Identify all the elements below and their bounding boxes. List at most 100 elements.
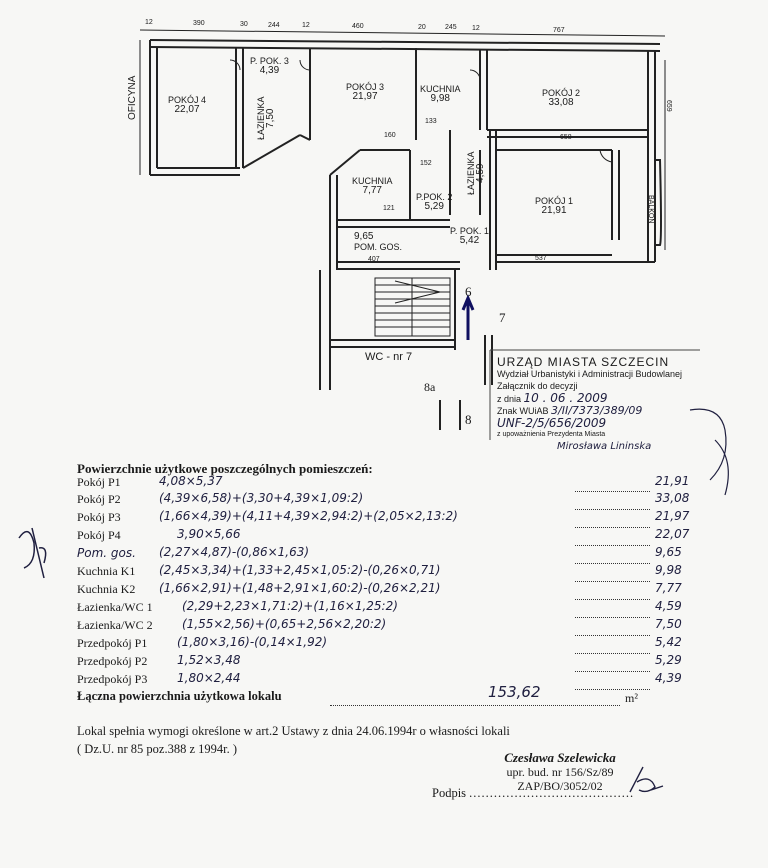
row-value: 33,08 xyxy=(655,491,690,505)
row-label: Łazienka/WC 2 xyxy=(77,618,153,632)
row-label: Pokój P4 xyxy=(77,528,121,542)
stair-number: 7 xyxy=(499,310,506,325)
row-label: Pokój P3 xyxy=(77,510,121,524)
room-name: WC - nr 7 xyxy=(365,351,413,363)
table-row: Przedpokój P3 1,80×2,44 4,39 xyxy=(77,671,682,690)
table-row: Pom. gos. (2,27×4,87)-(0,86×1,63) 9,65 xyxy=(77,545,682,564)
legal-note-line: Lokal spełnia wymogi określone w art.2 U… xyxy=(77,724,510,738)
table-title: Powierzchnie użytkowe poszczególnych pom… xyxy=(77,461,373,476)
table-row: Przedpokój P2 1,52×3,48 5,29 xyxy=(77,653,682,672)
dim-label: 390 xyxy=(193,20,205,27)
room-area: 22,07 xyxy=(174,104,200,115)
unit-label: m² xyxy=(625,691,638,705)
dim-label: 12 xyxy=(145,19,153,26)
author-signature-mark xyxy=(629,766,664,793)
room-area: 5,42 xyxy=(459,235,480,246)
dim-label: 658 xyxy=(560,134,572,141)
leader-line xyxy=(575,581,650,582)
leader-line xyxy=(575,509,650,510)
signature-label: Podpis xyxy=(432,786,467,800)
row-value: 7,77 xyxy=(655,581,682,595)
leader-line xyxy=(575,599,650,600)
room-pom-gos: 9,65 POM. GOS. xyxy=(354,232,402,253)
leader-line xyxy=(575,527,650,528)
room-name: P.POK. 2 xyxy=(416,192,453,202)
row-formula: (4,39×6,58)+(3,30+4,39×1,09:2) xyxy=(159,491,364,505)
room-name: POKÓJ 1 xyxy=(535,196,574,206)
dim-label: 659 xyxy=(665,100,672,112)
row-value: 4,59 xyxy=(655,599,682,613)
row-value: 21,91 xyxy=(655,474,690,488)
row-formula: 3,90×5,66 xyxy=(177,527,241,541)
stamp-department: Wydział Urbanistyki i Administracji Budo… xyxy=(497,369,682,379)
table-row: Pokój P2 (4,39×6,58)+(3,30+4,39×1,09:2) … xyxy=(77,491,689,510)
row-formula: (2,45×3,34)+(1,33+2,45×1,05:2)-(0,26×0,7… xyxy=(159,563,441,577)
room-kuchnia-1: KUCHNIA 9,98 xyxy=(420,84,461,104)
table-row: Pokój P3 (1,66×4,39)+(4,11+4,39×2,94:2)+… xyxy=(77,509,689,528)
room-pokoj-2: POKÓJ 2 33,08 xyxy=(542,88,580,108)
dim-label: 121 xyxy=(383,205,395,212)
dim-label: 767 xyxy=(553,27,565,34)
author-chamber-number: ZAP/BO/3052/02 xyxy=(517,779,603,793)
dim-label: 30 xyxy=(240,21,248,28)
dim-label: 245 xyxy=(445,24,457,31)
table-row: Kuchnia K2 (1,66×2,91)+(1,48+2,91×1,60:2… xyxy=(77,581,682,600)
stair-number: 8a xyxy=(424,380,436,394)
row-value: 22,07 xyxy=(655,527,690,541)
stamp-date-label: z dnia xyxy=(497,394,522,404)
row-formula: (1,66×4,39)+(4,11+4,39×2,94:2)+(2,05×2,1… xyxy=(159,509,458,523)
row-label: Kuchnia K1 xyxy=(77,564,136,578)
legal-note-line: ( Dz.U. nr 85 poz.388 z 1994r. ) xyxy=(77,742,238,756)
dim-label: 152 xyxy=(420,160,432,167)
room-name: POKÓJ 2 xyxy=(542,88,581,98)
room-przedpokoj-1: P. POK. 1 5,42 xyxy=(450,226,489,246)
street-label: OFICYNA xyxy=(127,75,138,120)
row-value: 9,65 xyxy=(655,545,682,559)
signature-line: Podpis .................................… xyxy=(432,786,634,801)
room-name: POKÓJ 3 xyxy=(346,82,385,92)
stair-number: 6 xyxy=(465,284,472,299)
office-stamp: URZĄD MIASTA SZCZECIN Wydział Urbanistyk… xyxy=(497,356,737,453)
leader-line xyxy=(575,635,650,636)
row-label: Łazienka/WC 1 xyxy=(77,600,153,614)
row-label: Pokój P2 xyxy=(77,492,121,506)
room-przedpokoj-3: P. POK. 3 4,39 xyxy=(250,56,289,76)
row-label: Pom. gos. xyxy=(77,546,136,560)
room-area: 21,97 xyxy=(352,91,378,102)
signature-dots: ........................................ xyxy=(469,786,635,800)
table-row: Łazienka/WC 1 (2,29+2,23×1,71:2)+(1,16×1… xyxy=(77,599,682,618)
dim-label: 133 xyxy=(425,118,437,125)
dim-label: 160 xyxy=(384,132,396,139)
room-area: 33,08 xyxy=(548,97,574,108)
leader-line xyxy=(575,491,650,492)
room-area: 4,59 xyxy=(475,163,486,183)
stamp-ref: 3/II/7373/389/09 xyxy=(551,404,643,417)
row-value: 9,98 xyxy=(655,563,682,577)
room-wc: WC - nr 7 xyxy=(365,351,413,363)
room-lazienka-2: ŁAZIENKA 7,50 xyxy=(256,96,276,140)
stamp-date-line: z dnia 10 . 06 . 2009 xyxy=(497,392,737,405)
room-pokoj-1: POKÓJ 1 21,91 xyxy=(535,196,573,216)
leader-line xyxy=(575,545,650,546)
total-value: 153,62 xyxy=(488,683,541,701)
table-row: Pokój P4 3,90×5,66 22,07 xyxy=(77,527,689,546)
leader-line xyxy=(575,617,650,618)
stair-number: 8 xyxy=(465,412,472,427)
row-formula: (1,66×2,91)+(1,48+2,91×1,60:2)-(0,26×2,2… xyxy=(159,581,441,595)
row-formula: 4,08×5,37 xyxy=(159,474,223,488)
author-license: upr. bud. nr 156/Sz/89 xyxy=(506,765,614,779)
row-value: 5,42 xyxy=(655,635,682,649)
room-pokoj-3: POKÓJ 3 21,97 xyxy=(346,82,384,102)
row-label: Przedpokój P3 xyxy=(77,672,148,686)
stamp-attachment: Załącznik do decyzji xyxy=(497,381,578,391)
leader-line xyxy=(575,563,650,564)
stamp-ref-label: Znak WUiAB xyxy=(497,406,549,416)
room-kuchnia-2: KUCHNIA 7,77 xyxy=(352,176,393,196)
balcony-label: BALKON xyxy=(647,195,654,224)
author-stamp: Czesława Szelewicka upr. bud. nr 156/Sz/… xyxy=(485,751,635,794)
stamp-ref-line: Znak WUiAB 3/II/7373/389/09 xyxy=(497,405,737,417)
room-przedpokoj-2: P.POK. 2 5,29 xyxy=(416,192,452,212)
room-lazienka-1: ŁAZIENKA 4,59 xyxy=(466,151,486,195)
margin-initials-mark xyxy=(18,527,47,579)
stamp-office: URZĄD MIASTA SZCZECIN xyxy=(497,355,670,369)
